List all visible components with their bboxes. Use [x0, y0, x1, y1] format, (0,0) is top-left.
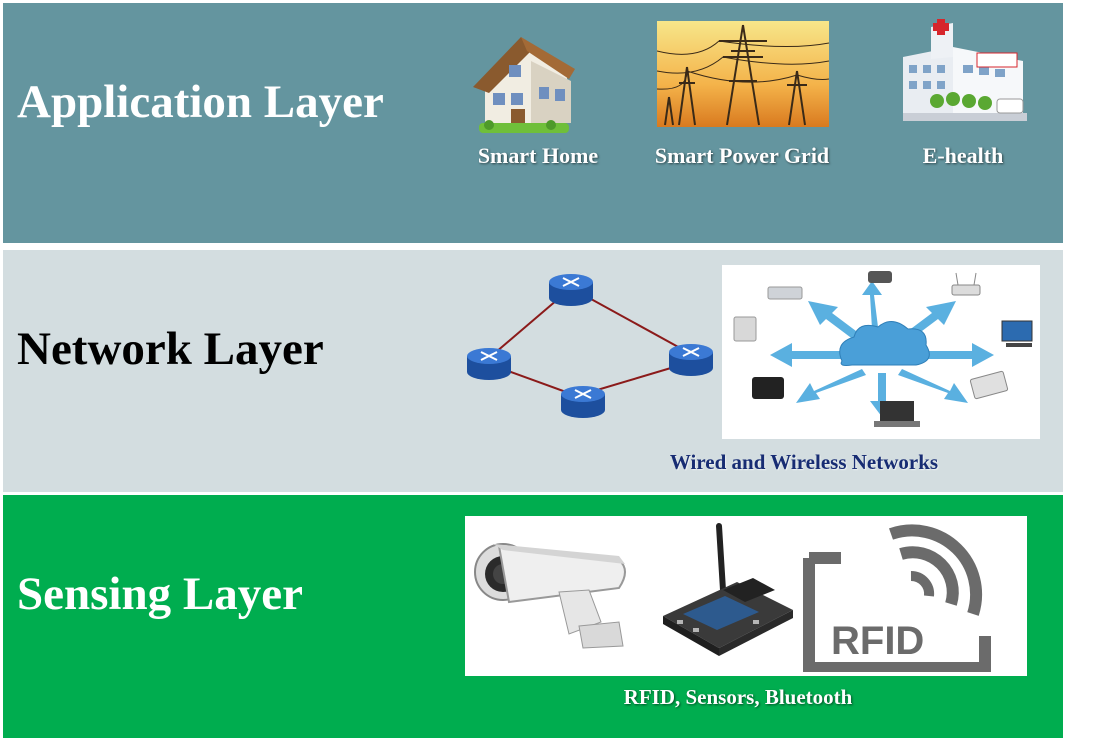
power-tower-icon: [657, 21, 829, 127]
house-icon: [473, 37, 575, 133]
cloud-network-graphic: [733, 271, 1033, 427]
security-camera-icon: [474, 543, 626, 649]
sensing-caption: RFID, Sensors, Bluetooth: [623, 685, 853, 709]
smart-power-grid-label: Smart Power Grid: [654, 143, 830, 168]
smart-home-label: Smart Home: [477, 143, 599, 168]
cloud-icon: [839, 321, 930, 366]
application-layer: Application Layer Smart Home: [3, 3, 1063, 243]
wireless-network-panel: [722, 265, 1040, 439]
sensing-layer-title: Sensing Layer: [17, 568, 303, 620]
tablet-icon: [752, 377, 784, 399]
router-icon: [549, 274, 593, 306]
network-caption: Wired and Wireless Networks: [669, 450, 939, 474]
rfid-icon: RFID: [803, 524, 991, 672]
hospital-icon: [903, 19, 1027, 121]
rfid-logo-text: RFID: [831, 619, 924, 663]
application-layer-title: Application Layer: [17, 76, 384, 128]
network-layer-title: Network Layer: [17, 323, 324, 375]
network-layer: Network Layer: [3, 250, 1063, 492]
router-topology: [467, 274, 713, 418]
laptop-icon: [880, 401, 914, 421]
sensing-devices-panel: RFID: [465, 516, 1027, 676]
e-health-label: E-health: [922, 143, 1004, 168]
sensing-layer: Sensing Layer RFI: [3, 495, 1063, 738]
sensor-board-icon: [663, 523, 793, 656]
